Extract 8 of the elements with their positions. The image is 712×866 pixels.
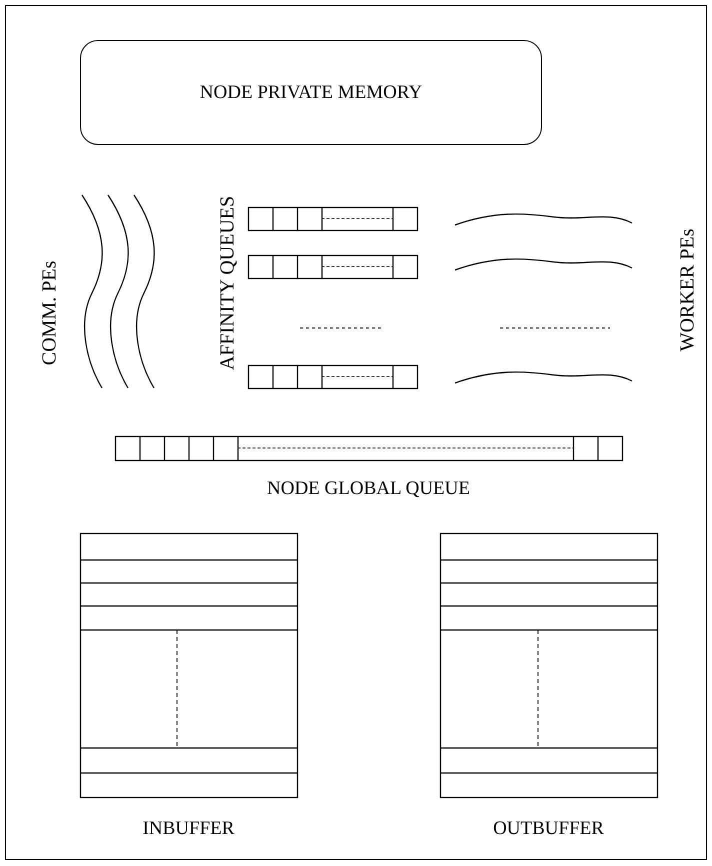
- rotated-label: AFFINITY QUEUES: [216, 196, 240, 370]
- memory-box: [80, 40, 542, 145]
- buffer-label: INBUFFER: [142, 818, 236, 840]
- rotated-label: WORKER PEs: [676, 228, 700, 352]
- buffer-label: OUTBUFFER: [492, 818, 605, 840]
- queue-label: NODE GLOBAL QUEUE: [266, 478, 471, 500]
- rotated-label: COMM. PEs: [38, 260, 62, 366]
- box-label: NODE PRIVATE MEMORY: [200, 82, 422, 104]
